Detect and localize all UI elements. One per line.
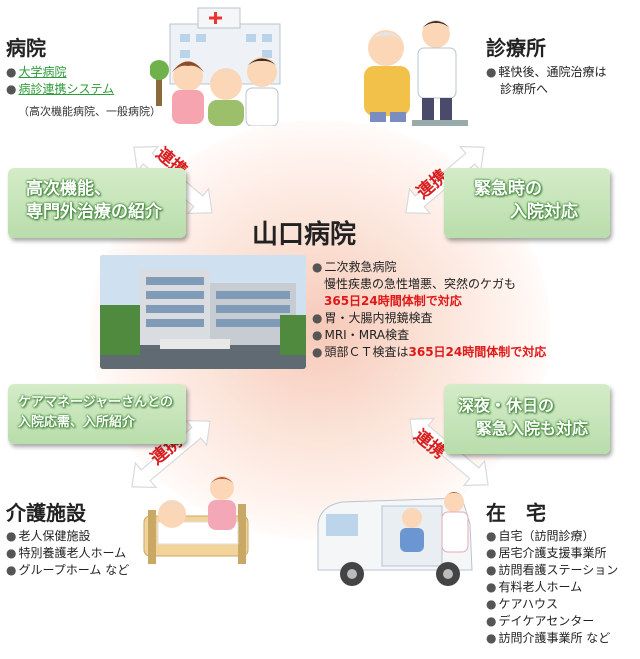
hospital-note: （高次機能病院、一般病院） [18, 105, 161, 118]
list-item: ●胃・大腸内視鏡検査 [312, 311, 433, 325]
list-item: ●有料老人ホーム [486, 580, 583, 594]
emergency-24h-highlight: 365日24時間体制で対応 [324, 294, 462, 308]
list-item: ●病診連携システム [6, 82, 115, 96]
home-care-van-illustration [317, 492, 473, 586]
referral-box-line: 高次機能、 [26, 179, 111, 199]
care-list: ●老人保健施設 ●特別養護老人ホーム ●グループホーム など [6, 528, 129, 579]
list-item: ●二次救急病院 [312, 260, 397, 274]
list-item: ●軽快後、通院治療は [486, 65, 607, 79]
hospital-heading: 病院 [6, 36, 46, 60]
care-facility-illustration [143, 476, 249, 564]
center-title: 山口病院 [252, 220, 357, 250]
ct-24h-highlight: 365日24時間体制で対応 [408, 345, 547, 359]
center-list: ●二次救急病院 慢性疾患の急性増悪、突然のケガも 365日24時間体制で対応 ●… [312, 259, 546, 361]
link-arrow-bottom-left [131, 419, 211, 489]
hospital-building-photo [100, 255, 306, 369]
referral-box: 高次機能、 専門外治療の紹介 [8, 168, 186, 238]
hospital-list: ●大学病院 ●病診連携システム [6, 64, 114, 98]
list-item: ●MRI・MRA検査 [312, 328, 410, 342]
list-item: ●居宅介護支援事業所 [486, 546, 607, 560]
clinic-doctor-patient-illustration [364, 20, 468, 126]
list-item: ●訪問看護ステーション [486, 563, 619, 577]
care-heading: 介護施設 [6, 501, 86, 525]
list-item: ●デイケアセンター [486, 614, 595, 628]
list-item: ●自宅（訪問診療） [486, 529, 595, 543]
emergency-box-line: 緊急時の [474, 179, 542, 199]
night-holiday-box-line: 緊急入院も対応 [476, 419, 589, 438]
care-manager-box: ケアマネージャーさんとの 入院応需、入所紹介 [8, 384, 186, 444]
list-item: ●グループホーム など [6, 563, 130, 577]
care-manager-box-line: ケアマネージャーさんとの [18, 395, 173, 410]
home-list: ●自宅（訪問診療） ●居宅介護支援事業所 ●訪問看護ステーション ●有料老人ホー… [486, 528, 618, 647]
clinic-list: ●軽快後、通院治療は 診療所へ [486, 64, 607, 98]
list-item: 診療所へ [500, 82, 549, 96]
clinic-heading: 診療所 [486, 36, 546, 60]
hospital-clinic-system-link[interactable]: 病診連携システム [18, 82, 115, 96]
hospital-staff-illustration [150, 7, 281, 126]
emergency-box-line: 入院対応 [510, 202, 578, 222]
home-heading: 在 宅 [486, 501, 546, 525]
list-item: ●老人保健施設 [6, 529, 91, 543]
referral-box-line: 専門外治療の紹介 [26, 202, 162, 222]
list-item: ●特別養護老人ホーム [6, 546, 127, 560]
emergency-admission-box: 緊急時の 入院対応 [444, 168, 610, 238]
list-item: ●頭部ＣＴ検査は365日24時間体制で対応 [312, 345, 547, 359]
night-holiday-box-line: 深夜・休日の [458, 396, 555, 415]
list-item: 慢性疾患の急性増悪、突然のケガも [324, 277, 517, 291]
list-item: ●ケアハウス [486, 597, 559, 611]
list-item: 365日24時間体制で対応 [312, 293, 546, 310]
university-hospital-link[interactable]: 大学病院 [18, 65, 67, 79]
night-holiday-box: 深夜・休日の 緊急入院も対応 [444, 384, 610, 454]
care-manager-box-line: 入院応需、入所紹介 [18, 415, 136, 430]
list-item: ●訪問介護事業所 など [486, 631, 611, 645]
list-item: ●大学病院 [6, 65, 67, 79]
